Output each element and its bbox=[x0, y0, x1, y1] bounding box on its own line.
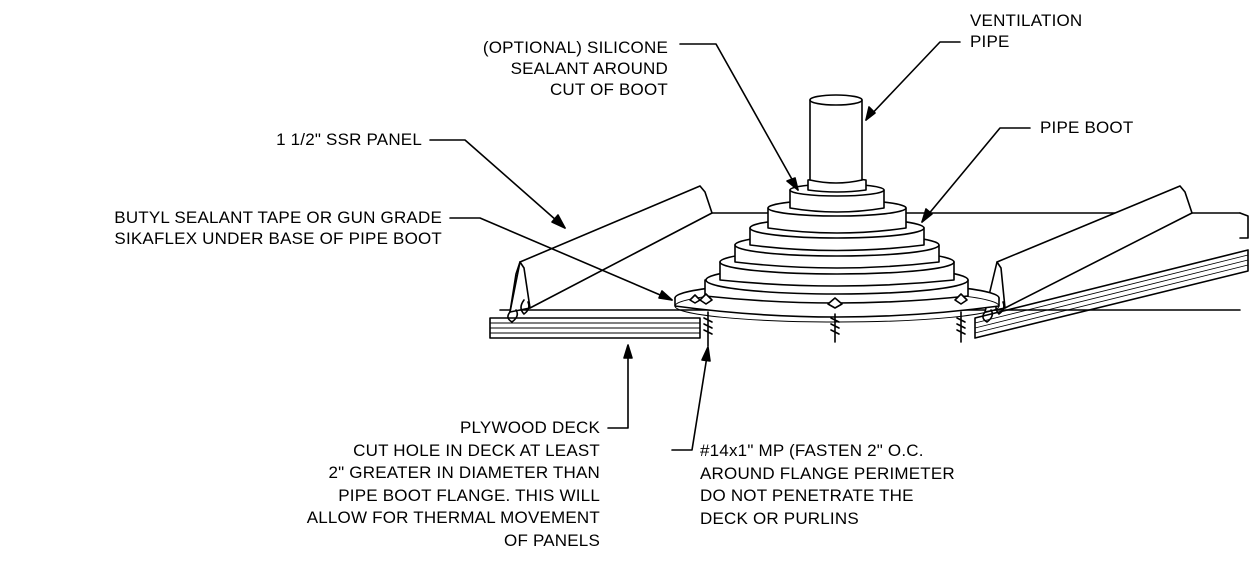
leader-ventilation-pipe bbox=[865, 41, 961, 121]
label-line: (OPTIONAL) SILICONE bbox=[482, 38, 668, 57]
label-line: AROUND FLANGE PERIMETER bbox=[700, 463, 955, 483]
label-line: PIPE bbox=[970, 32, 1010, 51]
label-line: BUTYL SEALANT TAPE OR GUN GRADE bbox=[114, 208, 442, 227]
label-ssr-panel: 1 1/2" SSR PANEL bbox=[200, 129, 422, 150]
label-line: PIPE BOOT bbox=[1040, 118, 1134, 137]
label-line: PIPE BOOT FLANGE. THIS WILL bbox=[338, 485, 600, 505]
label-butyl-tape: BUTYL SEALANT TAPE OR GUN GRADE SIKAFLEX… bbox=[4, 207, 442, 249]
label-line: 2" GREATER IN DIAMETER THAN bbox=[328, 463, 600, 482]
label-line: VENTILATION bbox=[970, 11, 1083, 30]
plywood-deck-left bbox=[489, 317, 701, 339]
leader-ssr-panel bbox=[429, 139, 566, 229]
label-line: DECK OR PURLINS bbox=[700, 508, 859, 528]
plywood-deck-right bbox=[974, 249, 1249, 339]
leader-silicone-sealant bbox=[679, 43, 799, 191]
leader-pipe-boot bbox=[921, 127, 1031, 223]
leader-butyl-tape bbox=[449, 217, 673, 301]
label-line: CUT OF BOOT bbox=[549, 80, 668, 99]
label-line: DO NOT PENETRATE THE bbox=[700, 486, 914, 505]
ssr-rib-right bbox=[982, 185, 1193, 323]
pipe-boot-steps bbox=[704, 177, 969, 304]
label-silicone-sealant: (OPTIONAL) SILICONE SEALANT AROUND CUT O… bbox=[420, 37, 668, 100]
label-line: OF PANELS bbox=[504, 530, 600, 550]
label-plywood-deck: PLYWOOD DECK CUT HOLE IN DECK AT LEAST 2… bbox=[150, 417, 600, 552]
label-line: ALLOW FOR THERMAL MOVEMENT bbox=[306, 508, 600, 527]
label-line: CUT HOLE IN DECK AT LEAST bbox=[353, 440, 600, 460]
label-pipe-boot: PIPE BOOT bbox=[1040, 117, 1133, 138]
ssr-rib-left bbox=[507, 185, 713, 323]
label-line: PLYWOOD DECK bbox=[460, 418, 600, 437]
leader-plywood-deck bbox=[607, 344, 633, 429]
label-fastener: #14x1" MP (FASTEN 2" O.C. AROUND FLANGE … bbox=[700, 440, 955, 530]
label-ventilation-pipe: VENTILATION PIPE bbox=[970, 10, 1082, 52]
flange-fasteners bbox=[689, 293, 968, 347]
label-line: SEALANT AROUND bbox=[510, 59, 668, 78]
ventilation-pipe bbox=[809, 94, 863, 184]
label-line: 1 1/2" SSR PANEL bbox=[276, 130, 422, 149]
label-line: SIKAFLEX UNDER BASE OF PIPE BOOT bbox=[114, 229, 442, 248]
label-line: #14x1" MP (FASTEN 2" O.C. bbox=[700, 441, 924, 460]
leader-fastener bbox=[671, 346, 711, 451]
